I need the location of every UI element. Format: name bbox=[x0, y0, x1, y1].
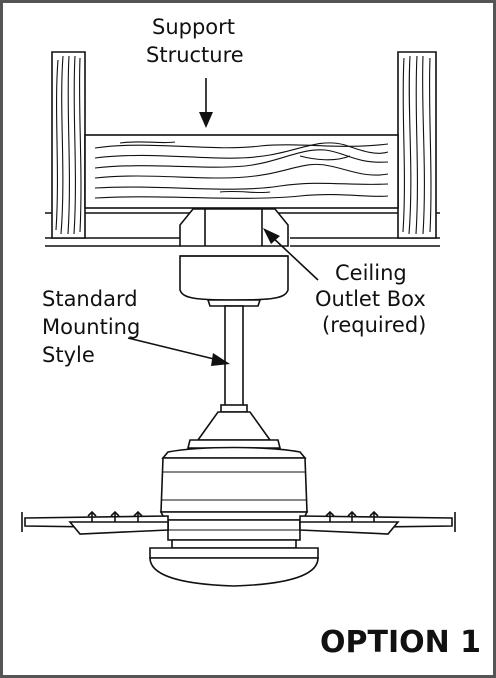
ceiling-outlet-box-label-line1: Ceiling bbox=[335, 261, 407, 285]
ceiling-outlet-box-label-line2: Outlet Box bbox=[315, 287, 426, 311]
right-joist bbox=[397, 51, 437, 239]
support-structure-label-line2: Structure bbox=[146, 43, 244, 67]
fan-blade-right bbox=[299, 510, 456, 535]
mounting-style-label-line1: Standard bbox=[42, 287, 138, 311]
fan-blade-left bbox=[21, 510, 169, 535]
fan-motor-housing bbox=[159, 411, 309, 541]
fan-light-kit bbox=[149, 539, 319, 587]
left-joist bbox=[51, 51, 86, 239]
outlet-box-arrow bbox=[263, 228, 319, 281]
mounting-style-label-line3: Style bbox=[42, 343, 95, 367]
support-structure-arrow bbox=[199, 78, 213, 128]
mounting-style-arrow bbox=[127, 337, 230, 366]
ceiling-outlet-box-label-line3: (required) bbox=[322, 313, 426, 337]
downrod bbox=[220, 305, 248, 413]
option-title: OPTION 1 bbox=[320, 625, 481, 660]
mounting-style-label-line2: Mounting bbox=[42, 315, 140, 339]
ceiling-outlet-box bbox=[179, 208, 289, 247]
support-beam bbox=[84, 134, 399, 209]
support-structure-label-line1: Support bbox=[152, 15, 235, 39]
fan-canopy bbox=[179, 255, 289, 307]
